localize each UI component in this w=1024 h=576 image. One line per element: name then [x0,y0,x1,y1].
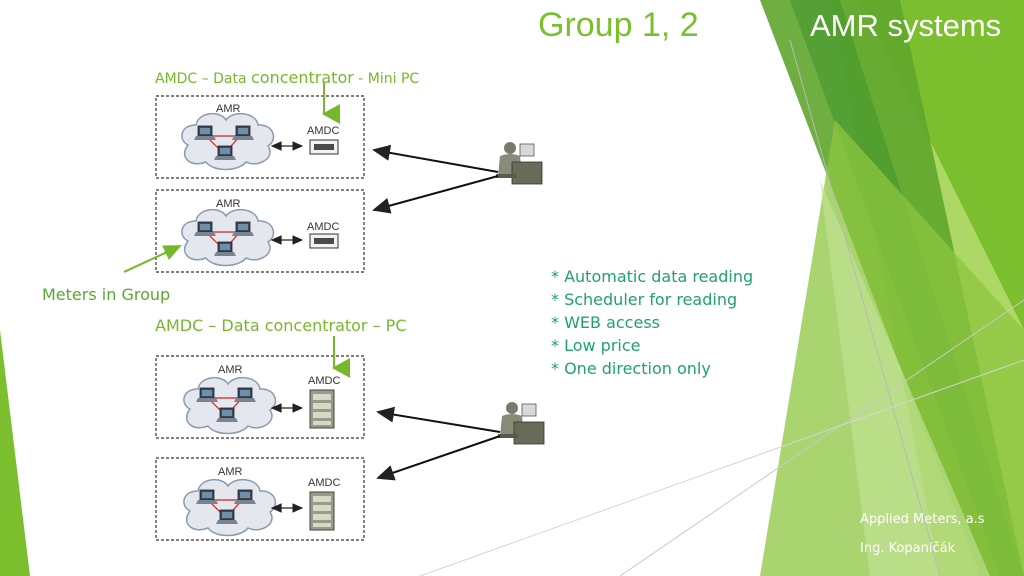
feature-list: * Automatic data reading * Scheduler for… [551,265,753,380]
meters-in-group-label: Meters in Group [42,285,171,304]
group-a-network-box-2: AMR AMDC [155,189,365,273]
meter-network [193,221,255,257]
mini-pc-icon [309,233,339,249]
data-arrow [372,175,499,214]
author-name: Ing. Kopaničák [860,541,956,556]
amdc-mini-prefix: AMDC – Data [155,71,247,87]
company-name: Applied Meters, a.s [860,512,985,527]
amdc-label: AMDC [308,375,340,387]
feature-item: * WEB access [551,313,660,332]
data-arrow [376,406,501,433]
section-title: AMR systems [810,8,1002,43]
mini-pc-icon [309,139,339,155]
amdc-label: AMDC [308,477,340,489]
amdc-mini-big: concentrator [251,68,354,87]
amdc-mini-suffix: - Mini PC [353,71,420,87]
meter-network [195,387,257,423]
amr-label: AMR [218,466,243,478]
callout-arrow [123,245,182,273]
amr-label: AMR [218,364,243,376]
feature-item: * One direction only [551,359,711,378]
meter-network [193,125,255,161]
group-b-network-box-1: AMR AMDC [155,355,365,439]
user-workstation-icon-bottom [497,401,545,445]
data-arrow [376,435,501,481]
meter-network [195,489,257,525]
slide-title: Group 1, 2 [538,6,699,44]
group-b-network-box-2: AMR AMDC [155,457,365,541]
server-icon [309,389,335,429]
amdc-pc-label: AMDC – Data concentrator – PC [155,316,407,335]
feature-item: * Low price [551,336,641,355]
feature-item: * Scheduler for reading [551,290,738,309]
amr-label: AMR [216,103,241,115]
group-a-network-box-1: AMR AMDC [155,95,365,179]
amr-label: AMR [216,198,241,210]
amdc-mini-pc-label: AMDC – Data concentrator - Mini PC [155,68,419,87]
feature-item: * Automatic data reading [551,267,754,286]
server-icon [309,491,335,531]
data-arrow [372,144,499,173]
user-workstation-icon-top [495,141,543,185]
amdc-label: AMDC [307,221,339,233]
amdc-label: AMDC [307,125,339,137]
